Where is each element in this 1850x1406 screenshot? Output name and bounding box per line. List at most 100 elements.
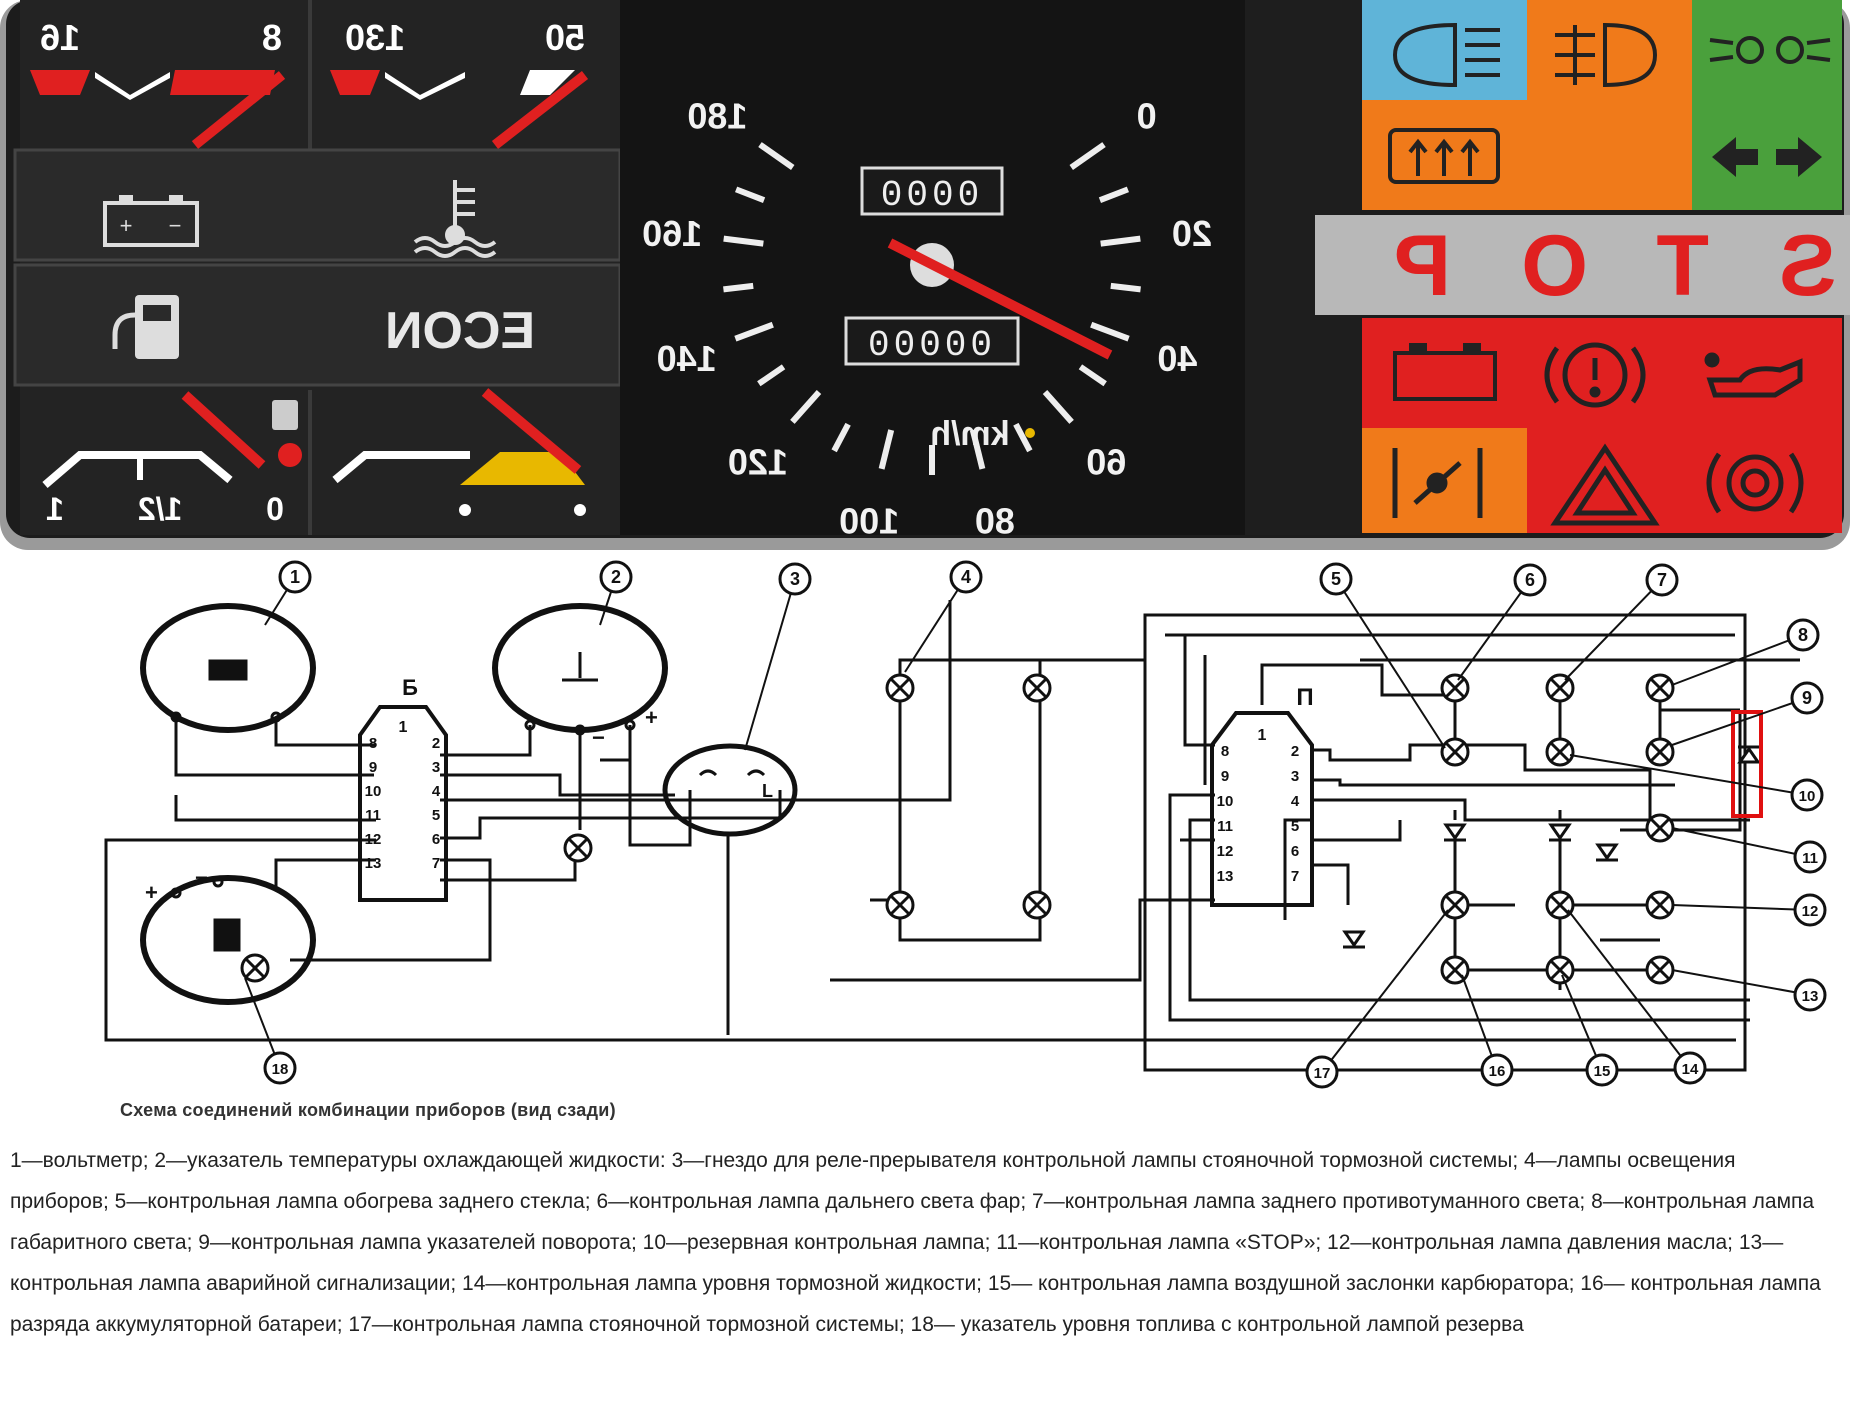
speedometer-tick [1069, 142, 1106, 170]
svg-text:8: 8 [1798, 625, 1808, 645]
voltmeter-scale-left: 16 [40, 17, 80, 58]
voltmeter-plus-label: + [145, 880, 158, 905]
indicator-lamp [1645, 955, 1675, 985]
indicator-lamp [1645, 673, 1675, 703]
fuel-scale-half: 1/2 [138, 491, 182, 527]
speedometer-tick [758, 142, 795, 170]
indicator-lamp [1022, 890, 1052, 920]
indicator-lamp [1022, 673, 1052, 703]
speedometer-tick-label: 100 [839, 500, 899, 541]
connector-pin: 4 [1291, 793, 1300, 810]
speedometer-tick-label: 20 [1172, 213, 1212, 254]
connector-pin: 7 [1291, 868, 1299, 885]
svg-text:9: 9 [1802, 688, 1812, 708]
connector-pin: 6 [1291, 843, 1299, 860]
connector-pin: 3 [1291, 768, 1299, 785]
connector-pin: 11 [365, 807, 381, 824]
diagram-legend: 1—вольтметр; 2—указатель температуры охл… [10, 1149, 1821, 1336]
temperature-gauge: 130 50 [330, 17, 589, 149]
temp-minus-label: − [592, 725, 605, 750]
indicator-lamp [1545, 890, 1575, 920]
fuel-minus-label: − [195, 865, 208, 890]
callout-5: 5 [1319, 562, 1446, 749]
connector-pin: 5 [432, 807, 440, 824]
connector-pin: 4 [432, 783, 441, 800]
svg-text:7: 7 [1657, 570, 1667, 590]
connector-pin: 13 [1217, 868, 1234, 885]
svg-text:5: 5 [1331, 569, 1341, 589]
indicator-lamp [1645, 737, 1675, 767]
side-lights-icon [1709, 36, 1831, 64]
fuel-reserve-lamp [278, 443, 302, 467]
speed-unit-label: km/h [930, 415, 1009, 453]
econ-label: ECON [385, 302, 535, 360]
oil-pressure-warning-icon [1704, 352, 1803, 398]
connector-pin: 1 [1258, 727, 1267, 744]
left-gauge-module: 16 8 130 50 + − [13, 0, 622, 535]
svg-text:2: 2 [611, 567, 621, 587]
speedometer-tick [790, 389, 822, 424]
callout-12: 12 [1671, 893, 1827, 927]
callout-17: 17 [1305, 909, 1449, 1089]
connector-pin: 1 [399, 719, 408, 736]
indicator-lamp [240, 953, 270, 983]
svg-text:1: 1 [290, 567, 300, 587]
svg-text:3: 3 [790, 569, 800, 589]
speedometer-tick-label: 80 [975, 500, 1015, 541]
speedometer-tick-label: 180 [687, 96, 747, 137]
speedometer-tick-label: 160 [642, 213, 702, 254]
diagram-caption: Схема соединений комбинации приборов (ви… [120, 1100, 616, 1120]
svg-text:+: + [120, 213, 133, 238]
connector-pin: 12 [1217, 843, 1234, 860]
brake-fluid-warning-icon [1544, 342, 1646, 408]
connector-pin: 6 [432, 831, 440, 848]
callout-4: 4 [904, 560, 983, 673]
svg-text:13: 13 [1802, 988, 1819, 1005]
indicator-lamp [1440, 673, 1470, 703]
odometer: 00000 [868, 325, 996, 366]
rear-fog-lamp-icon [1555, 22, 1658, 88]
high-beam-icon [1392, 22, 1500, 88]
connector-pin: 7 [432, 855, 440, 872]
speedometer-tick-label: 140 [657, 338, 717, 379]
indicator-lamp [885, 890, 915, 920]
indicator-lamp [1545, 673, 1575, 703]
svg-text:15: 15 [1594, 1063, 1611, 1080]
fuel-gauge: 1 1/2 0 [42, 391, 302, 527]
svg-text:10: 10 [1799, 788, 1816, 805]
callout-15: 15 [1561, 974, 1619, 1087]
connector-b-body [358, 705, 448, 902]
diodes [1342, 745, 1761, 949]
odometer-box [844, 316, 1020, 366]
callout-9: 9 [1671, 681, 1824, 746]
callout-10: 10 [1569, 754, 1824, 812]
speedometer-tick [734, 321, 774, 342]
speedometer-tick-label: 120 [728, 442, 788, 483]
speedometer-tick [878, 429, 895, 470]
connector-pin: 3 [432, 759, 440, 776]
connector-pin: 2 [1291, 743, 1299, 760]
connector-pin: 10 [1217, 793, 1234, 810]
voltmeter-scale-right: 8 [262, 17, 282, 58]
temp-plus-label: + [645, 705, 658, 730]
connector-pin: 9 [369, 759, 377, 776]
warning-lamp-panel: STOP [1245, 0, 1850, 535]
svg-text:4: 4 [961, 567, 971, 587]
hazard-warning-icon [1550, 443, 1660, 526]
indicator-lamp [1440, 737, 1470, 767]
callout-2: 2 [599, 560, 633, 626]
connector-p-label: П [1296, 684, 1313, 711]
speedometer-needle [887, 238, 1113, 360]
voltmeter-battery-icon [208, 659, 248, 681]
speedometer-tick-label: 40 [1157, 338, 1197, 379]
svg-text:−: − [169, 213, 182, 238]
temperature-needle [491, 71, 589, 149]
callout-11: 11 [1671, 827, 1827, 874]
speedometer-tick [723, 282, 754, 293]
indicator-lamp [1545, 737, 1575, 767]
turn-signal-icon [1712, 137, 1822, 177]
stop-label: STOP [1324, 218, 1837, 314]
rear-window-heater-icon [1388, 128, 1500, 184]
